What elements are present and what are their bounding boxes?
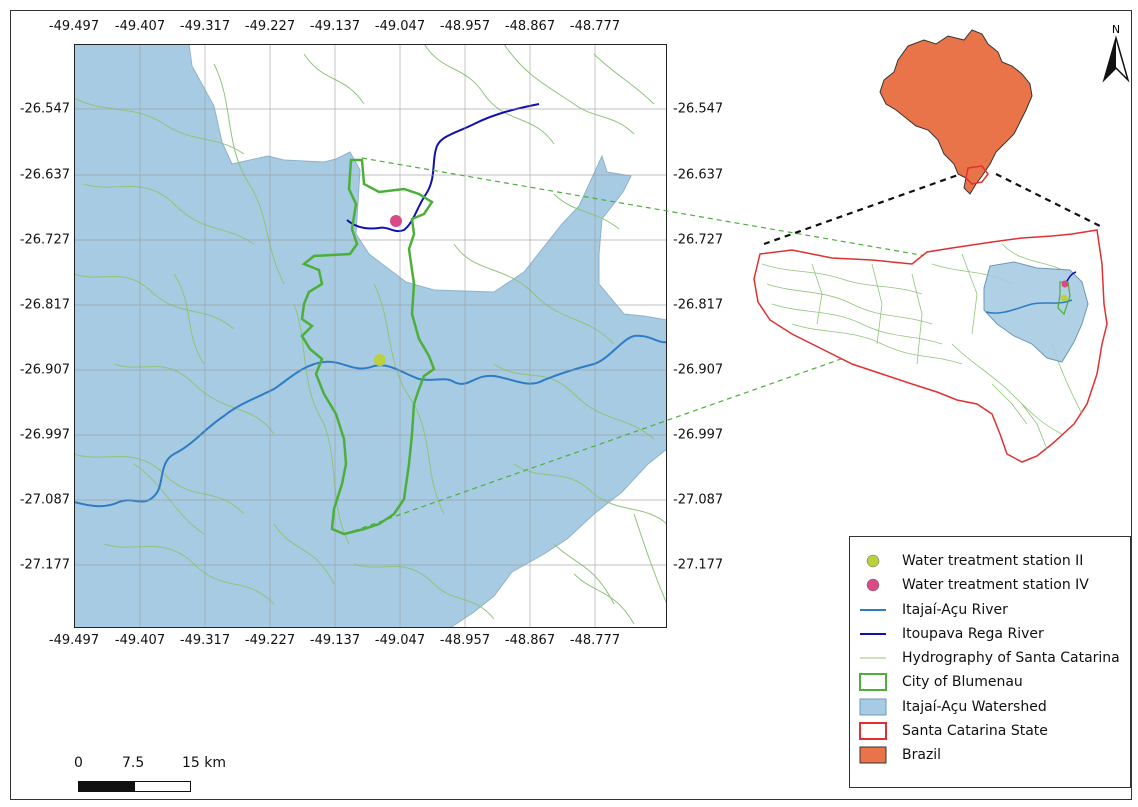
water-treatment-station-iv-marker[interactable] (390, 215, 402, 227)
x-tick-label-bottom: -48.867 (504, 633, 556, 648)
scale-label-end: 15 km (182, 755, 227, 771)
y-tick-label-left: -26.727 (19, 232, 70, 248)
x-tick-label-top: -48.957 (439, 19, 491, 34)
y-tick-label-right: -27.177 (673, 557, 724, 573)
x-tick-label-bottom: -49.317 (179, 633, 231, 648)
y-tick-label-right: -26.637 (673, 167, 724, 183)
legend-item: Itajaí-Açu Watershed (850, 695, 1130, 719)
y-tick-label-right: -26.997 (673, 427, 724, 443)
x-tick-label-bottom: -48.957 (439, 633, 491, 648)
x-tick-label-bottom: -48.777 (569, 633, 621, 648)
legend-item-label: Hydrography of Santa Catarina (902, 650, 1120, 666)
y-tick-label-left: -26.817 (19, 297, 70, 313)
x-tick-label-top: -49.497 (48, 19, 100, 34)
y-tick-label-right: -26.547 (673, 101, 724, 117)
legend-item-label: Water treatment station II (902, 553, 1084, 569)
north-label: N (1112, 23, 1120, 36)
y-tick-label-right: -26.907 (673, 362, 724, 378)
legend-item-label: Itoupava Rega River (902, 626, 1044, 642)
legend-symbol-icon (859, 673, 887, 691)
legend-item-label: Santa Catarina State (902, 723, 1048, 739)
scale-label-0: 0 (74, 755, 83, 771)
legend-item-label: Brazil (902, 747, 942, 763)
legend-item: Itoupava Rega River (850, 622, 1130, 646)
water-treatment-station-ii-marker[interactable] (374, 354, 386, 366)
x-tick-label-bottom: -49.497 (48, 633, 100, 648)
itoupava-rega-river (346, 103, 540, 233)
legend-symbol-icon (860, 633, 886, 635)
legend-item-label: Water treatment station IV (902, 577, 1089, 593)
map-layout-frame (10, 10, 1132, 800)
legend-symbol-icon (860, 609, 886, 611)
y-tick-label-right: -26.727 (673, 232, 724, 248)
y-tick-label-left: -26.997 (19, 427, 70, 443)
y-tick-label-left: -26.547 (19, 101, 70, 117)
y-tick-label-left: -27.177 (19, 557, 70, 573)
legend-item: Water treatment station II (850, 549, 1130, 573)
y-tick-label-left: -26.637 (19, 167, 70, 183)
x-tick-label-bottom: -49.047 (374, 633, 426, 648)
x-tick-label-top: -48.777 (569, 19, 621, 34)
main-map[interactable] (74, 44, 667, 628)
legend-symbol-icon (860, 657, 886, 659)
legend-item-label: Itajaí-Açu Watershed (902, 699, 1047, 715)
north-arrow-icon: N (1102, 23, 1130, 83)
legend-item-label: City of Blumenau (902, 674, 1023, 690)
brazil-inset-map[interactable] (872, 18, 1042, 198)
legend-item: Brazil (850, 743, 1130, 767)
santa-catarina-hydrography (761, 243, 1083, 450)
legend-symbol-icon (866, 554, 880, 568)
legend-symbol-icon (866, 578, 880, 592)
legend-symbol-icon (859, 698, 887, 716)
y-tick-label-right: -26.817 (673, 297, 724, 313)
x-tick-label-top: -49.407 (114, 19, 166, 34)
x-tick-label-top: -49.317 (179, 19, 231, 34)
x-tick-label-top: -49.227 (244, 19, 296, 34)
legend-item: Santa Catarina State (850, 719, 1130, 743)
itajai-acu-watershed (74, 44, 667, 628)
legend-symbol-icon (859, 722, 887, 740)
santa-catarina-inset-map[interactable] (752, 224, 1114, 464)
brazil-outline (879, 29, 1033, 195)
itajai-acu-watershed-inset (983, 261, 1089, 363)
legend-symbol-icon (859, 746, 887, 764)
x-tick-label-bottom: -49.227 (244, 633, 296, 648)
x-tick-label-top: -49.047 (374, 19, 426, 34)
legend-item: Hydrography of Santa Catarina (850, 646, 1130, 670)
legend-item: City of Blumenau (850, 670, 1130, 694)
y-tick-label-right: -27.087 (673, 492, 724, 508)
x-tick-label-bottom: -49.407 (114, 633, 166, 648)
map-legend: Water treatment station II Water treatmen… (849, 536, 1131, 788)
x-tick-label-top: -48.867 (504, 19, 556, 34)
legend-item: Itajaí-Açu River (850, 598, 1130, 622)
legend-item: Water treatment station IV (850, 573, 1130, 597)
y-tick-label-left: -27.087 (19, 492, 70, 508)
x-tick-label-top: -49.137 (309, 19, 361, 34)
x-tick-label-bottom: -49.137 (309, 633, 361, 648)
y-tick-label-left: -26.907 (19, 362, 70, 378)
scale-label-mid: 7.5 (122, 755, 145, 771)
legend-item-label: Itajaí-Açu River (902, 602, 1008, 618)
